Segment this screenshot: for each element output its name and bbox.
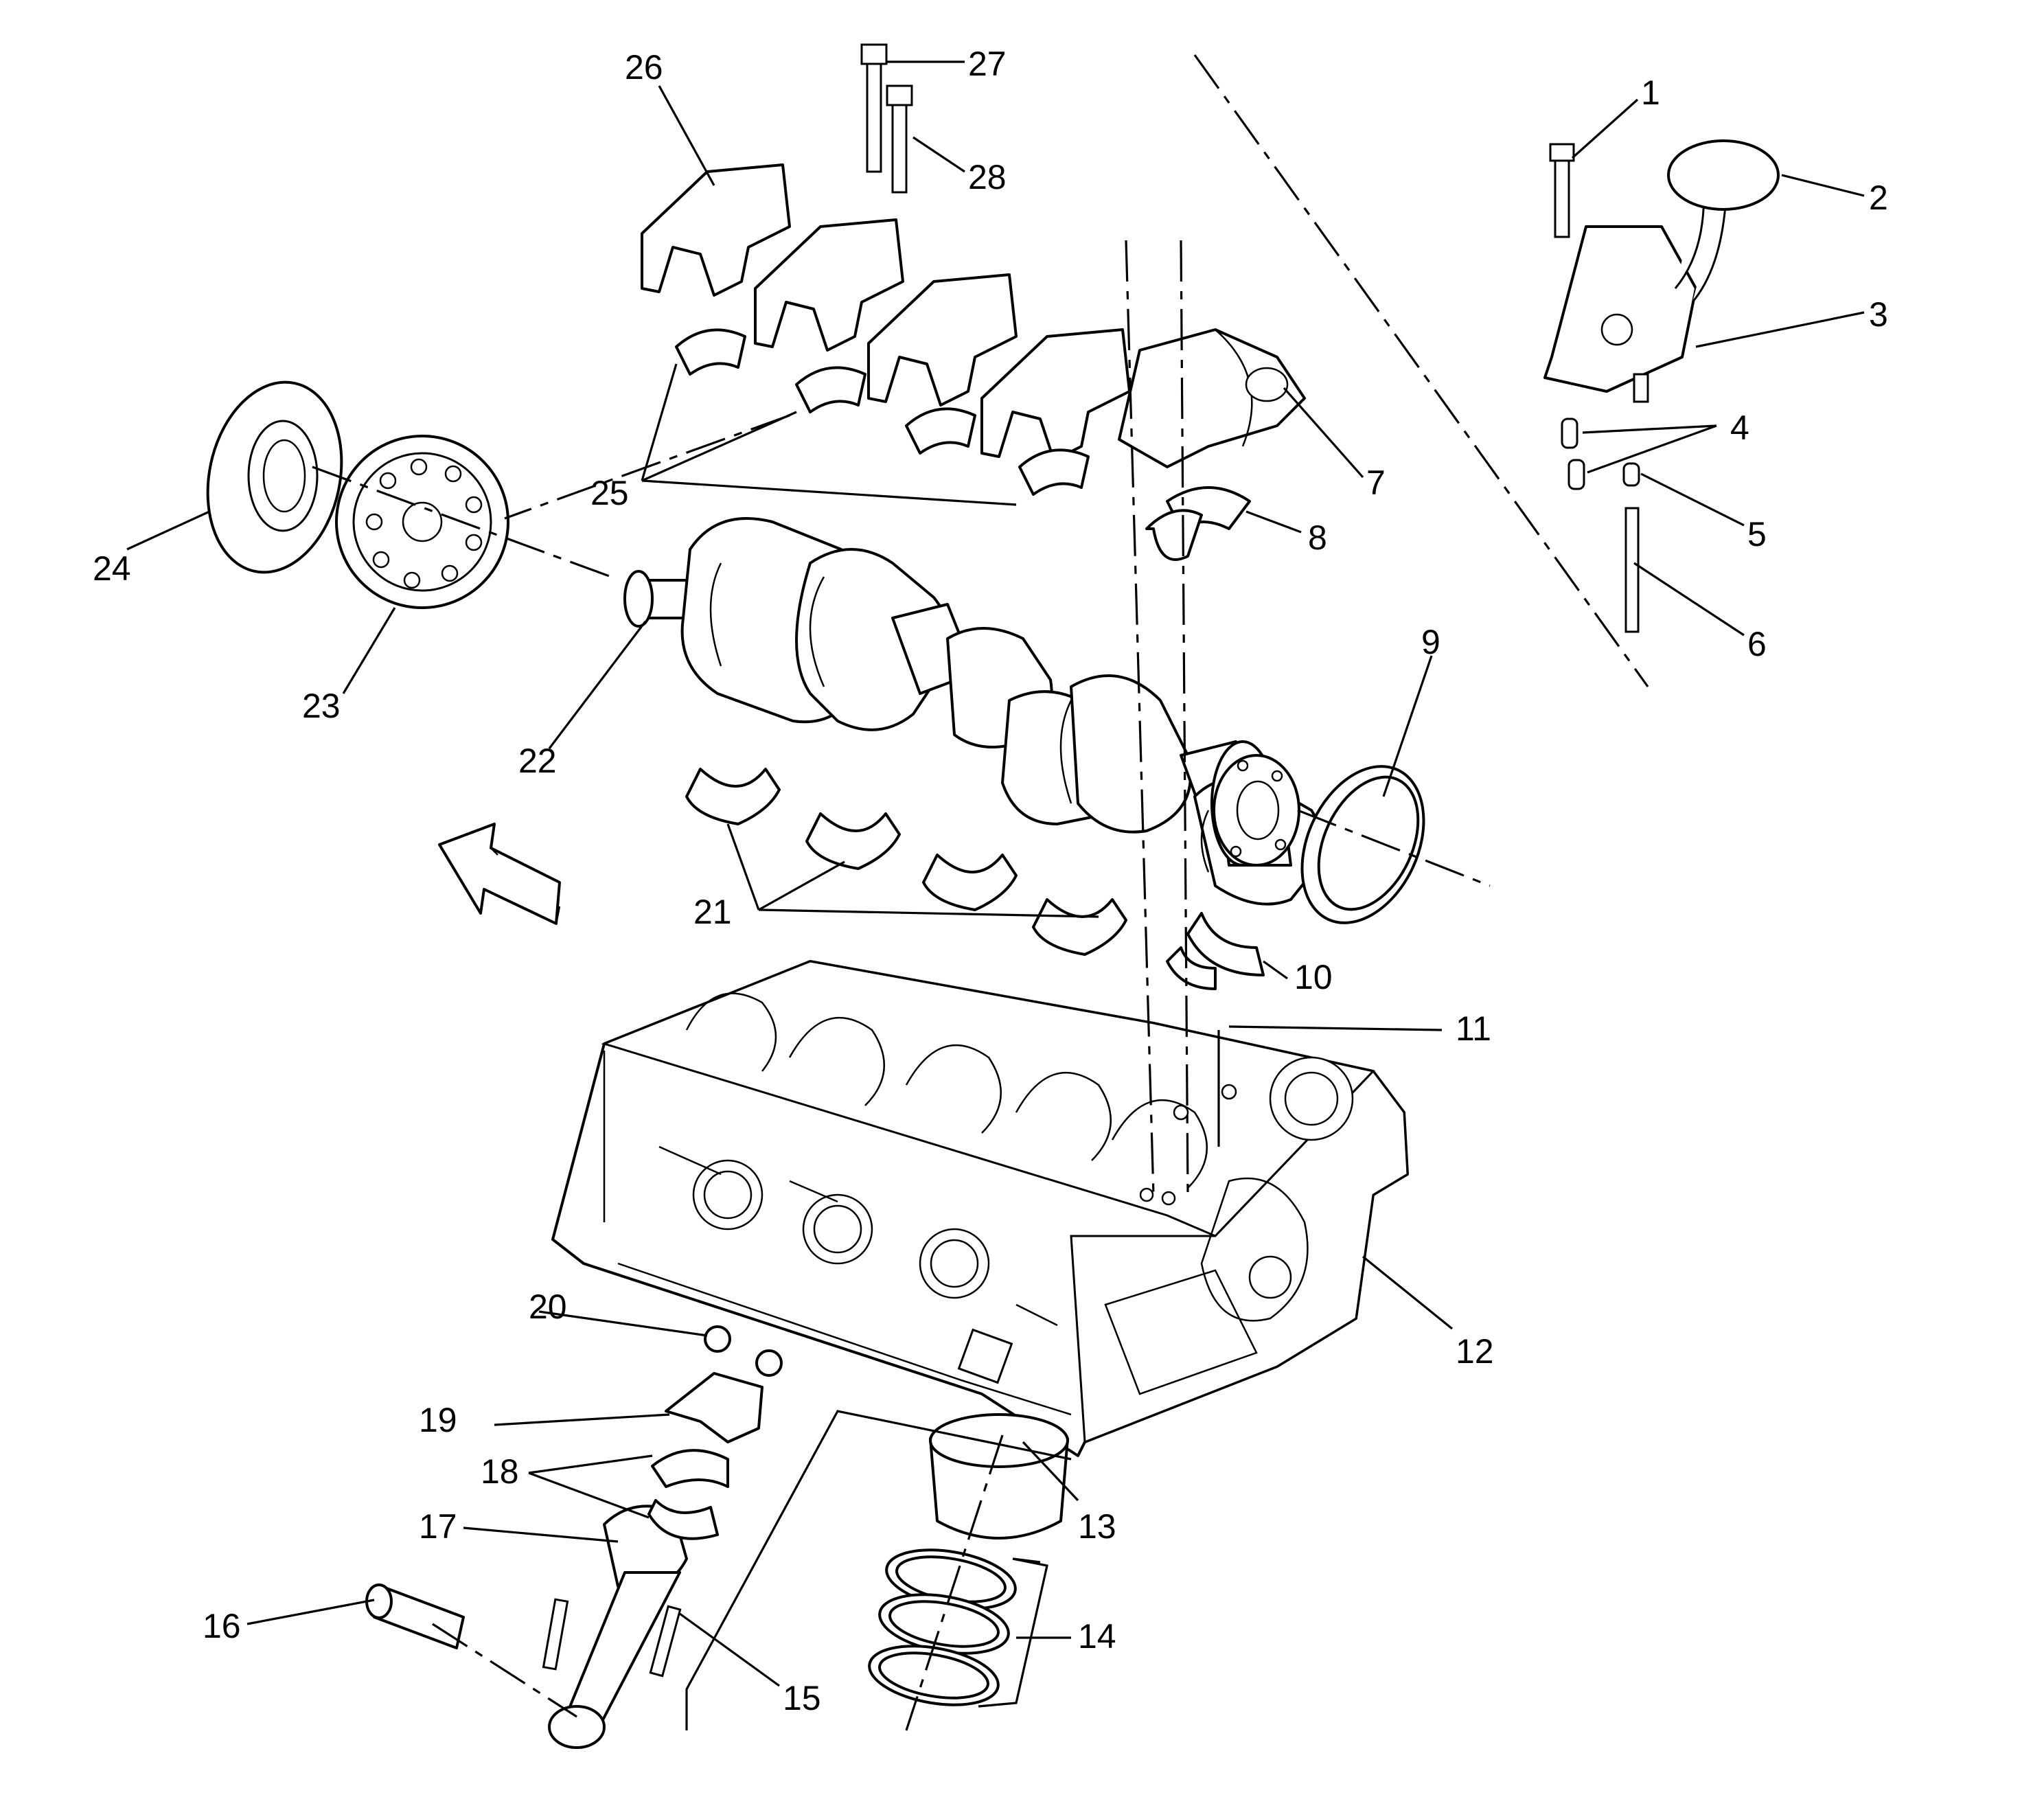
main-bearing-caps [641, 163, 1131, 461]
callout-26: 26 [625, 48, 663, 87]
crankshaft [623, 517, 1322, 906]
connecting-rod-nuts [704, 1325, 783, 1377]
rear-main-seal [1300, 765, 1425, 924]
callout-28: 28 [968, 158, 1007, 196]
thrust-bearing-cap [1118, 328, 1306, 468]
callout-17: 17 [419, 1507, 457, 1546]
callout-22: 22 [518, 742, 557, 780]
callout-12: 12 [1456, 1332, 1494, 1371]
piston [929, 1413, 1069, 1540]
callout-8: 8 [1308, 518, 1327, 557]
callout-21: 21 [693, 893, 732, 931]
crankshaft-reluctor-wheel [206, 380, 343, 574]
leader-lines [126, 60, 1865, 1730]
upper-main-bearings [675, 328, 1090, 496]
callout-14: 14 [1078, 1617, 1116, 1656]
callout-10: 10 [1294, 958, 1333, 996]
callout-16: 16 [203, 1607, 241, 1645]
main-cap-bolts [860, 43, 913, 194]
callout-9: 9 [1421, 623, 1440, 661]
callout-25: 25 [590, 474, 629, 512]
crankshaft-sprocket [335, 435, 509, 609]
callout-11: 11 [1456, 1009, 1491, 1048]
callout-5: 5 [1747, 515, 1767, 553]
connecting-rod-cap [665, 1372, 763, 1443]
engine-block [551, 960, 1409, 1457]
callout-23: 23 [302, 687, 341, 725]
callout-15: 15 [783, 1679, 821, 1717]
callout-24: 24 [93, 549, 131, 588]
callout-27: 27 [968, 45, 1007, 83]
callout-2: 2 [1869, 179, 1888, 217]
callout-6: 6 [1747, 625, 1767, 663]
callout-20: 20 [529, 1288, 567, 1326]
piston-pin [365, 1583, 465, 1649]
callout-13: 13 [1078, 1507, 1116, 1546]
callout-7: 7 [1366, 464, 1386, 502]
callout-19: 19 [419, 1401, 457, 1439]
callout-1: 1 [1641, 73, 1660, 112]
lower-thrust-bearing [1166, 912, 1265, 990]
callout-3: 3 [1869, 295, 1888, 334]
front-direction-arrow-icon [438, 823, 561, 925]
centerlines [312, 54, 1649, 1731]
callout-18: 18 [481, 1452, 519, 1491]
callout-4: 4 [1730, 409, 1749, 447]
piston-rings [868, 1548, 1017, 1706]
connecting-rod-bearings [647, 1449, 729, 1540]
oil-pump-assembly [1543, 139, 1780, 633]
thrust-bearing-inserts [1145, 486, 1251, 561]
callout-labels: 1 2 3 4 5 6 7 8 9 10 11 12 13 14 15 16 1… [93, 45, 1888, 1717]
